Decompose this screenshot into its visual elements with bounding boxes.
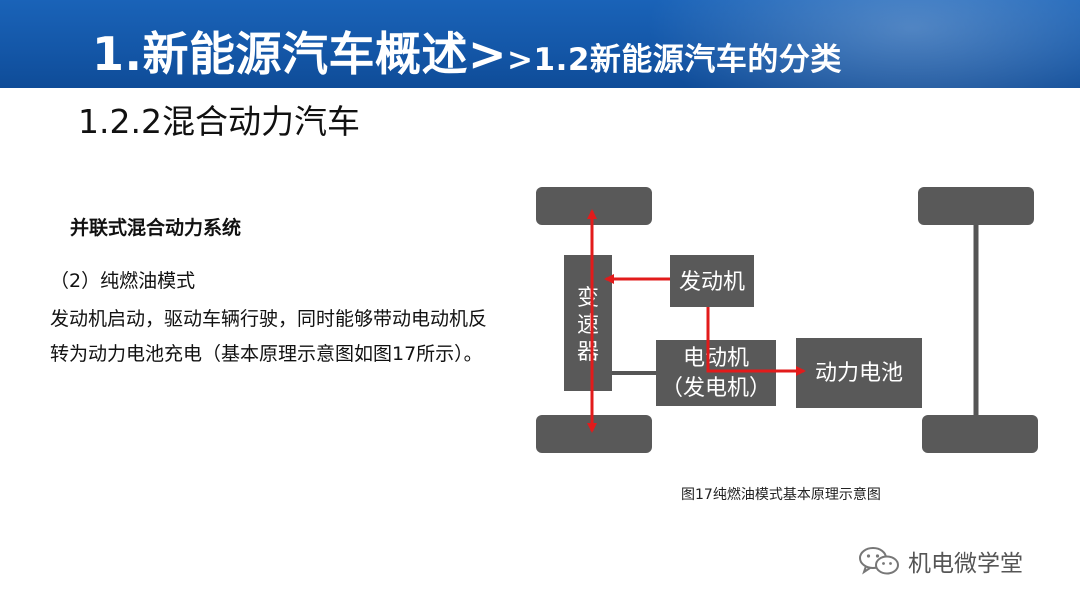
motor-box: [656, 340, 776, 406]
battery-label: 动力电池: [815, 361, 903, 386]
title-sub: >1.2新能源汽车的分类: [507, 42, 842, 78]
engine-label: 发动机: [679, 270, 745, 295]
mode-label: （2）纯燃油模式: [50, 270, 196, 292]
transmission-label-2: 速: [577, 313, 599, 338]
wheel-rear-left: [536, 415, 652, 453]
transmission-label-1: 变: [577, 286, 599, 311]
fuel-mode-diagram: 变 速 器 发动机 电动机 （发电机） 动力电池: [536, 187, 1038, 453]
watermark: 机电微学堂: [858, 545, 1023, 577]
watermark-text: 机电微学堂: [908, 551, 1023, 577]
section-title: 1.2.2混合动力汽车: [78, 102, 360, 141]
wheel-front-left: [536, 187, 652, 225]
figure-caption: 图17纯燃油模式基本原理示意图: [681, 487, 881, 503]
wheel-rear-right: [922, 415, 1038, 453]
engine-box: [670, 255, 754, 307]
battery-box: [796, 338, 922, 408]
title-main: 1.新能源汽车概述>: [92, 27, 508, 81]
engine-to-battery-arrow: [706, 307, 806, 376]
title-banner: 1.新能源汽车概述>>1.2新能源汽车的分类: [0, 0, 1080, 88]
wheel-front-right: [918, 187, 1034, 225]
page-title: 1.新能源汽车概述>>1.2新能源汽车的分类: [92, 18, 842, 84]
generator-label: （发电机）: [661, 376, 771, 401]
transmission-label-3: 器: [577, 340, 599, 365]
motor-label: 电动机: [683, 346, 749, 371]
body-paragraph: 发动机启动，驱动车辆行驶，同时能够带动电动机反转为动力电池充电（基本原理示意图如…: [50, 308, 488, 365]
subsection-title: 并联式混合动力系统: [70, 217, 242, 239]
wechat-icon: [859, 547, 899, 575]
